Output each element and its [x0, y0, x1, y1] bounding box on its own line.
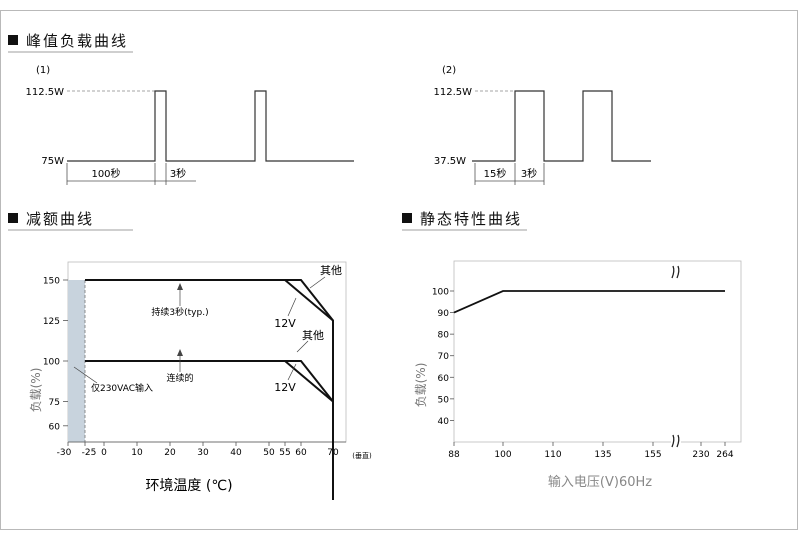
y-tick-label: 75 [49, 398, 60, 408]
x-tick-label: 55 [279, 448, 290, 458]
plot-frame [67, 261, 347, 443]
input-range-band [68, 280, 85, 442]
y-level-label: 112.5W [433, 87, 472, 98]
section-bullet-icon [8, 35, 18, 45]
section-title-peak: 峰值负载曲线 [26, 31, 129, 50]
x-tick-label: -25 [82, 448, 97, 458]
x-tick-label: 20 [164, 448, 176, 458]
section-static: 静态特性曲线 [402, 208, 527, 231]
y-tick-label: 80 [438, 331, 450, 341]
x-tick-label: 40 [230, 448, 242, 458]
duration-label: 15秒 [484, 167, 507, 180]
plot-frame [453, 260, 742, 443]
arrow-icon [177, 283, 183, 290]
x-tick-label: 100 [494, 450, 511, 460]
peak-chart-1: (1) 112.5W 75W 100秒 3秒 [25, 65, 354, 185]
annotation-continuous: 连续的 [166, 372, 193, 384]
y-tick-label: 50 [438, 395, 450, 405]
y-level-label: 37.5W [434, 156, 466, 167]
x-axis-label: 环境温度 (℃) [145, 478, 232, 494]
y-tick-label: 100 [432, 288, 449, 298]
chart-label: (1) [36, 65, 50, 76]
x-tick-label: 135 [594, 450, 611, 460]
section-peak-load: 峰值负载曲线 [8, 30, 133, 53]
duration-label: 3秒 [521, 167, 537, 180]
x-unit-label: (垂直) [352, 451, 372, 460]
y-level-label: 112.5W [25, 87, 64, 98]
chart-label: (2) [442, 65, 456, 76]
x-tick-label: 230 [692, 450, 709, 460]
y-tick-label: 90 [438, 309, 450, 319]
y-tick-label: 70 [438, 352, 450, 362]
y-tick-label: 60 [438, 374, 450, 384]
section-title-derating: 减额曲线 [26, 209, 95, 228]
axis-break-icon [671, 434, 680, 448]
x-tick-label: 30 [197, 448, 209, 458]
derating-series-line-2 [85, 279, 334, 322]
x-tick-label: 110 [544, 450, 561, 460]
static-chart: 100 90 80 70 60 50 40 88 100 110 135 155 230 264 负载(… [414, 260, 742, 490]
x-tick-label: 88 [448, 450, 460, 460]
arrow-icon [177, 349, 183, 356]
peak-chart-2: (2) 112.5W 37.5W 15秒 3秒 [433, 65, 651, 185]
y-tick-label: 100 [43, 358, 60, 368]
section-title-static: 静态特性曲线 [420, 209, 523, 228]
derating-series-line-3 [85, 360, 334, 403]
y-axis-label: 负载(%) [29, 368, 43, 413]
y-tick-label: 60 [49, 422, 61, 432]
annotation-input: 仅230VAC输入 [91, 382, 153, 394]
axis-break-icon [671, 265, 680, 279]
panel-frame [0, 10, 798, 530]
x-tick-label: 0 [101, 448, 107, 458]
x-axis-label: 输入电压(V)60Hz [548, 474, 652, 490]
duration-label: 100秒 [91, 167, 120, 180]
section-derating: 减额曲线 [8, 208, 133, 231]
duration-label: 3秒 [170, 167, 186, 180]
x-tick-label: 60 [295, 448, 307, 458]
y-tick-label: 150 [43, 277, 60, 287]
section-bullet-icon [402, 213, 412, 223]
x-tick-label: 264 [716, 450, 733, 460]
y-tick-label: 40 [438, 417, 450, 427]
y-level-label: 75W [41, 156, 64, 167]
y-tick-label: 125 [43, 317, 60, 327]
load-waveform [67, 90, 354, 162]
derating-series-line-4 [85, 360, 334, 403]
annotation-peak: 持续3秒(typ.) [151, 306, 208, 318]
series-label-12v: 12V [274, 381, 296, 394]
x-tick-label: 50 [263, 448, 275, 458]
series-label-12v: 12V [274, 317, 296, 330]
static-series-line [453, 290, 725, 314]
series-label-other: 其他 [320, 264, 342, 277]
x-tick-label: 155 [644, 450, 661, 460]
series-label-other: 其他 [302, 329, 324, 342]
y-axis-label: 负载(%) [414, 363, 428, 408]
load-waveform [472, 90, 651, 162]
x-tick-label: -30 [57, 448, 72, 458]
section-bullet-icon [8, 213, 18, 223]
x-tick-label: 10 [131, 448, 143, 458]
